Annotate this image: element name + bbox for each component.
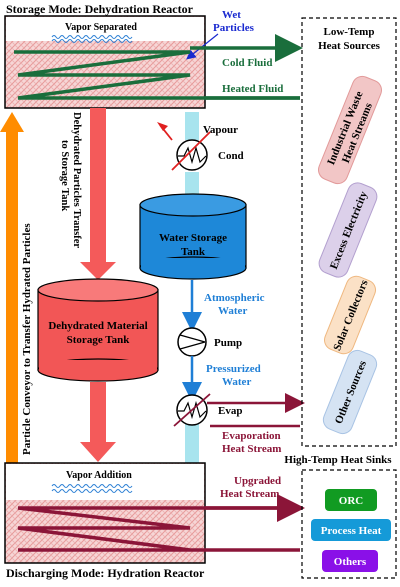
vapor-waves [51,35,133,43]
low-temp-box [301,17,397,447]
transfer-arrow-shaft [90,108,106,264]
cold-fluid-label: Cold Fluid [222,57,272,69]
vapour-label: Vapour [203,124,238,136]
heat-sink-box [325,489,377,511]
vapor-addition-label: Vapor Addition [66,470,132,481]
hydration-reactor-title: Discharging Mode: Hydration Reactor [6,566,205,580]
conveyor-label: Particle Conveyor to Transfer Hydrated P… [21,223,33,455]
pressurized-label-1: Pressurized [206,363,261,375]
high-temp-box [301,469,397,579]
pressurized-label-2: Water [222,376,251,388]
feed-arrow-head [80,442,116,462]
storage-tank-label-1: Dehydrated Material [48,320,147,332]
heated-fluid-label: Heated Fluid [222,83,283,95]
evaporator-icon [173,393,211,427]
transfer-label-1: Dehydrated Particles Transfer [71,112,82,248]
atmospheric-label-1: Atmospheric [204,292,265,304]
upgraded-label-1: Upgraded [234,475,281,487]
particle-conveyor [6,130,18,463]
evaporation-label-2: Heat Stream [222,443,281,455]
transfer-label-2: to Storage Tank [59,140,70,211]
heat-sink-label: ORC [339,495,364,507]
heat-source-tag: Solar Collectors [324,275,376,355]
heat-sink-box [311,519,391,541]
heat-sink-box [322,550,378,572]
wet-particles-pointer [186,33,219,60]
upgraded-label-2: Heat Stream [220,488,279,500]
cond-label: Cond [218,150,244,162]
atmospheric-label-2: Water [218,305,247,317]
transfer-arrow-head [80,262,116,280]
vapor-headspace [6,17,204,41]
pump-icon [177,327,207,357]
wet-particles-label-2: Particles [213,22,255,34]
pump-label: Pump [214,337,242,349]
water-tank-label-2: Tank [181,246,206,258]
high-temp-title: High-Temp Heat Sinks [284,454,392,466]
dehydrated-storage-tank [37,278,159,382]
storage-reactor-title: Storage Mode: Dehydration Reactor [6,2,194,16]
water-tank-label-1: Water Storage [159,232,227,244]
heat-sink-label: Others [334,556,367,568]
evap-label: Evap [218,405,242,417]
wet-particles-label-1: Wet [222,9,241,21]
conveyor-arrowhead [0,112,24,132]
low-temp-title-1: Low-Temp [324,26,375,38]
feed-arrow-shaft [90,382,106,444]
evaporation-label-1: Evaporation [222,430,281,442]
heat-sink-label: Process Heat [321,525,382,537]
vapor-separated-label: Vapor Separated [65,22,137,33]
heat-source-tag: Excess Electricity [318,182,378,278]
storage-tank-label-2: Storage Tank [67,334,131,346]
hydration-headspace [6,464,204,500]
cold-fluid-coil [14,50,300,100]
water-storage-tank [139,193,247,280]
low-temp-title-2: Heat Sources [318,40,381,52]
vapor-addition-waves [51,484,133,493]
heat-source-tag: Other Sources [322,349,378,435]
condenser-icon [157,122,211,171]
upgraded-coil [17,506,300,552]
